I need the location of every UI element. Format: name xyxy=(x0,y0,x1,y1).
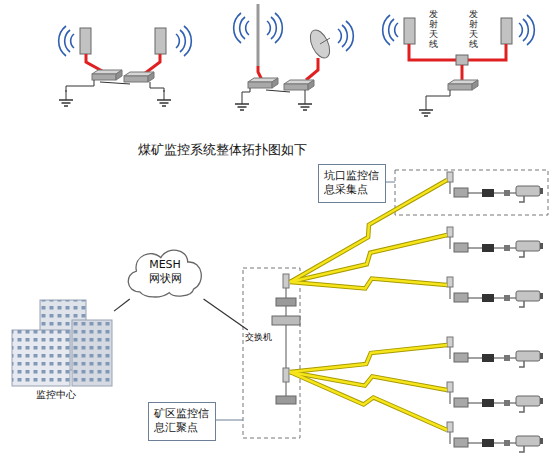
wireless-link xyxy=(290,279,447,289)
monitoring-building xyxy=(12,300,112,386)
antenna-pair-1 xyxy=(176,26,191,56)
aggregation-point xyxy=(243,268,300,438)
antenna-pair-2 xyxy=(234,4,354,110)
callout-box: 矿区监控信息汇聚点 xyxy=(148,402,216,441)
wireless-link xyxy=(290,235,447,282)
wireless-link xyxy=(290,345,447,372)
switch-label: 交换机 xyxy=(244,330,273,345)
monitoring-center: 监控中心 xyxy=(10,300,114,402)
node-text: 交换机 xyxy=(244,330,273,345)
antenna-pair-2 xyxy=(306,58,318,80)
antenna-pair-3 xyxy=(383,15,535,116)
aggregation-point xyxy=(283,274,289,288)
camera-sites xyxy=(447,382,543,412)
building-space xyxy=(10,300,114,388)
antenna-pair-2 xyxy=(298,94,312,110)
wireless-link xyxy=(290,372,447,390)
antenna-pair-2 xyxy=(284,80,314,90)
title: 煤矿监控系统整体拓扑图如下 xyxy=(138,141,307,159)
node-text: 矿区监控信息汇聚点 xyxy=(154,407,210,436)
antenna-pair-2 xyxy=(338,21,353,51)
antenna-pair-3 xyxy=(448,80,478,90)
wireless-link xyxy=(290,279,447,289)
antenna-label: 发射天线 xyxy=(429,10,438,50)
aggregation-point xyxy=(276,298,296,306)
leader-line xyxy=(386,182,395,183)
antenna-pair-1 xyxy=(66,80,94,92)
node-text: 监控中心 xyxy=(10,388,114,402)
camera-sites xyxy=(395,170,548,452)
monitoring-building xyxy=(72,320,112,386)
leader-line xyxy=(216,420,243,421)
monitoring-building xyxy=(72,320,112,386)
node-text: MESH 网状网 xyxy=(145,258,185,286)
antenna-pair-3 xyxy=(404,18,415,44)
antenna-pair-2 xyxy=(257,4,260,66)
monitoring-building xyxy=(12,330,70,386)
callout-box: 坑口监控信息采集点 xyxy=(318,164,386,203)
antenna-pair-1 xyxy=(86,54,104,72)
antenna-pair-1 xyxy=(80,28,91,54)
camera-sites xyxy=(447,337,543,367)
antenna-pair-3 xyxy=(501,18,512,44)
antenna-pair-2 xyxy=(306,27,333,61)
camera-sites xyxy=(447,422,543,452)
antenna-pair-2 xyxy=(234,13,249,43)
antenna-pair-1 xyxy=(124,72,154,82)
node-text: 坑口监控信息采集点 xyxy=(324,169,380,198)
wireless-link xyxy=(290,345,447,372)
wireless-link xyxy=(290,235,447,282)
camera-sites xyxy=(447,172,543,202)
antenna-pair-2 xyxy=(235,94,249,110)
network-link xyxy=(114,299,130,311)
camera-sites xyxy=(447,227,543,257)
antenna-pair-1 xyxy=(59,26,74,56)
antenna-label: 发射天线 xyxy=(469,10,478,50)
camera-sites xyxy=(447,277,543,307)
aggregation-point xyxy=(283,368,289,382)
cloud-outline xyxy=(128,250,201,297)
aggregation-point xyxy=(243,268,300,438)
antenna-pair-3 xyxy=(419,100,433,116)
antenna-pair-1 xyxy=(59,90,73,106)
network-link xyxy=(204,299,248,330)
antenna-pair-2 xyxy=(266,90,290,92)
antenna-pair-1 xyxy=(155,28,166,54)
antenna-pair-2 xyxy=(305,90,306,94)
antenna-pair-3 xyxy=(426,90,450,100)
antenna-pair-3 xyxy=(461,65,464,80)
antenna-pair-2 xyxy=(242,88,250,94)
antenna-pair-3 xyxy=(383,15,398,45)
wireless-links xyxy=(290,180,447,430)
antenna-pair-1 xyxy=(59,26,192,106)
antenna-pair-1 xyxy=(157,90,171,106)
aggregation-point xyxy=(276,396,296,404)
antenna-pair-2 xyxy=(267,13,282,43)
wireless-link xyxy=(290,372,447,430)
antenna-pair-1 xyxy=(144,54,160,74)
wireless-link xyxy=(290,372,447,430)
antenna-pair-3 xyxy=(519,15,534,45)
mesh-cloud: MESH 网状网 xyxy=(123,245,207,299)
antenna-pair-1 xyxy=(150,82,164,92)
camera-sites xyxy=(395,170,548,215)
antenna-pair-1 xyxy=(100,82,130,84)
antenna-pair-2 xyxy=(320,38,330,44)
aggregation-point xyxy=(272,316,300,325)
antenna-pair-2 xyxy=(248,78,278,88)
antenna-pair-3 xyxy=(456,55,468,65)
monitoring-building xyxy=(12,330,70,386)
antenna-pair-1 xyxy=(92,70,122,80)
